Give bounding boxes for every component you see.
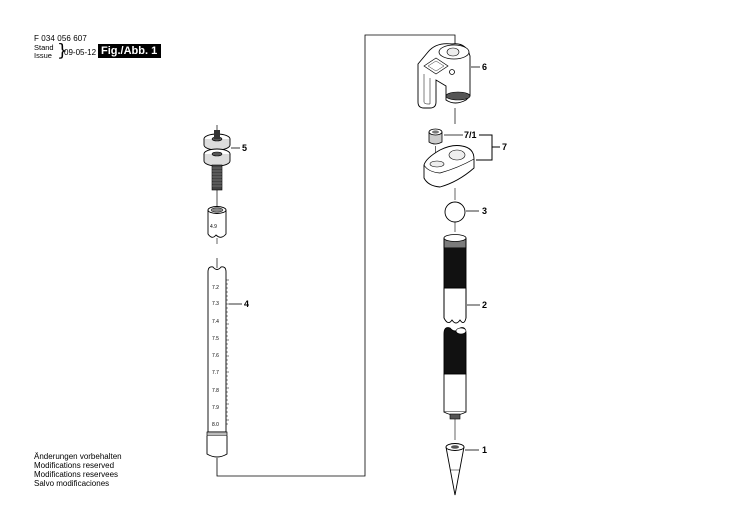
rod-scale-7-9: 7.9 <box>212 405 219 411</box>
modification-notes: Änderungen vorbehalten Modifications res… <box>34 452 122 488</box>
rod-scale-7-2: 7.2 <box>212 285 219 291</box>
callout-1: 1 <box>482 445 488 455</box>
part-1-pointed-tip <box>445 443 479 496</box>
callout-6: 6 <box>482 62 488 72</box>
part-2-rod-sections <box>443 234 480 440</box>
part-3-ball <box>444 201 479 232</box>
figure-label: Fig./Abb. 1 <box>98 44 162 58</box>
brace-symbol: } <box>57 41 68 61</box>
callout-7: 7 <box>502 142 508 152</box>
callout-7-1: 7/1 <box>464 130 477 140</box>
coupler-scale-mark: 4.9 <box>210 224 217 230</box>
coupler-sleeve <box>207 206 227 244</box>
note-en: Modifications reserved <box>34 461 115 470</box>
stand-issue-labels: Stand Issue <box>34 44 54 60</box>
part-4-graduated-rod <box>206 258 242 458</box>
note-es: Salvo modificaciones <box>34 479 110 488</box>
issue-date: 09-05-12 <box>64 48 97 57</box>
callout-2: 2 <box>482 300 488 310</box>
part-6-clamp-head <box>417 43 480 124</box>
callout-4: 4 <box>244 299 250 309</box>
note-de: Änderungen vorbehalten <box>34 452 122 461</box>
rod-scale-7-3: 7.3 <box>212 301 219 307</box>
issue-label: Issue <box>34 51 52 60</box>
part-7-mount-plate <box>423 134 500 200</box>
part-7-1-bushing <box>428 128 443 160</box>
note-fr: Modifications reservees <box>34 470 119 479</box>
stand-label: Stand <box>34 43 54 52</box>
part-number: F 034 056 607 <box>34 34 87 43</box>
callout-3: 3 <box>482 206 488 216</box>
connector-line <box>216 34 456 477</box>
callout-5: 5 <box>242 143 248 153</box>
part-5-screw <box>203 125 240 206</box>
rod-scale-7-6: 7.6 <box>212 353 219 359</box>
rod-scale-8-0: 8.0 <box>212 422 219 428</box>
rod-scale-7-8: 7.8 <box>212 388 219 394</box>
rod-scale-7-5: 7.5 <box>212 336 219 342</box>
rod-scale-7-7: 7.7 <box>212 370 219 376</box>
rod-scale-7-4: 7.4 <box>212 319 219 325</box>
